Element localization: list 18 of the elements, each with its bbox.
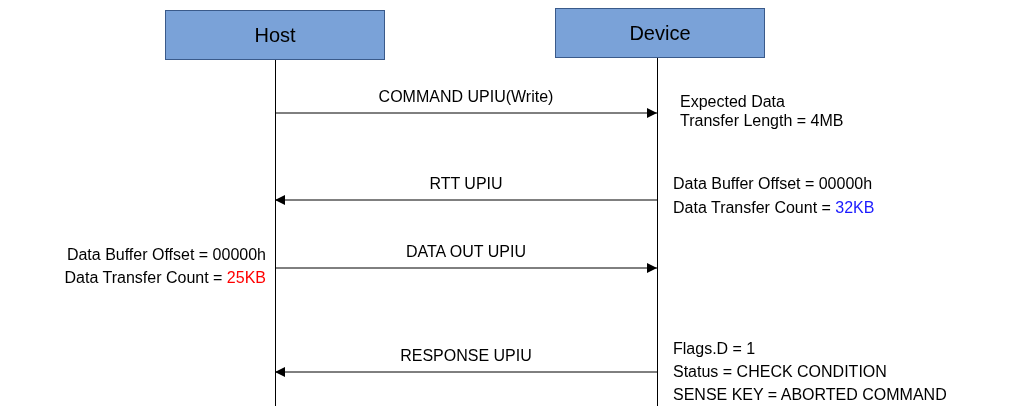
message-arrow xyxy=(274,108,658,118)
note-text: Expected Data Transfer Length = 4MB xyxy=(680,92,845,130)
note-text: Data Buffer Offset = 00000h xyxy=(673,174,873,193)
participant-name: Device xyxy=(629,21,691,45)
message-arrow xyxy=(274,367,658,377)
participant-name: Host xyxy=(254,23,296,47)
note-text: Data Transfer Count = 25KB xyxy=(64,268,266,287)
note-text: SENSE KEY = ABORTED COMMAND xyxy=(673,385,947,404)
message-label: RESPONSE UPIU xyxy=(400,347,532,365)
note-text: Data Buffer Offset = 00000h xyxy=(66,245,266,264)
note-text: Flags.D = 1 xyxy=(673,339,756,358)
message-label: DATA OUT UPIU xyxy=(406,243,526,261)
note-text: Data Transfer Count = 32KB xyxy=(673,198,875,217)
message-label: COMMAND UPIU(Write) xyxy=(378,88,554,106)
message-arrow xyxy=(274,195,658,205)
note-text: Status = CHECK CONDITION xyxy=(673,362,887,381)
message-label: RTT UPIU xyxy=(429,175,503,193)
message-arrow xyxy=(274,263,658,273)
